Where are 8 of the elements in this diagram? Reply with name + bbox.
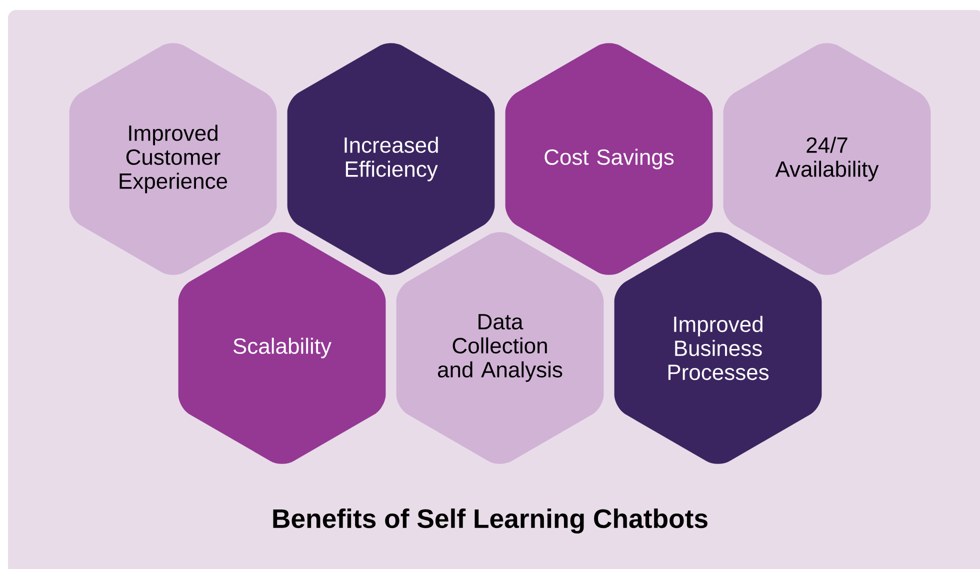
hexagon: Improved Business Processes: [614, 232, 822, 464]
hexagon: Cost Savings: [505, 43, 713, 275]
hexagon: Scalability: [178, 232, 386, 464]
hexagon: Increased Efficiency: [287, 43, 495, 275]
hexagon: 24/7 Availability: [723, 43, 931, 275]
hexagon: Data Collection and Analysis: [396, 232, 604, 464]
title: Benefits of Self Learning Chatbots: [273, 508, 708, 534]
hexagon: Improved Customer Experience: [69, 43, 277, 275]
